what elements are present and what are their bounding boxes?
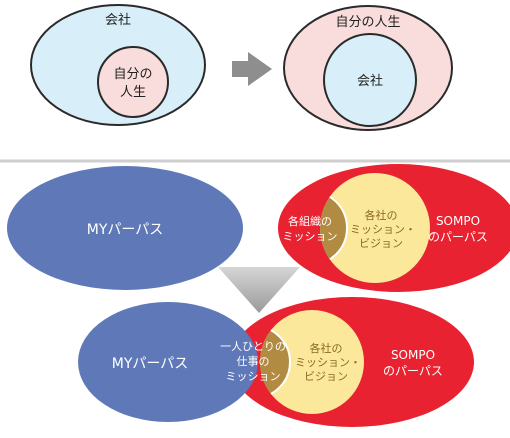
my-purpose-label-lower: MYパーパス xyxy=(112,356,189,372)
company-mission-label-upper-line3: ビジョン xyxy=(359,237,403,250)
transition-arrow-icon xyxy=(232,52,272,86)
company-mission-label-upper-line2: ミッション・ xyxy=(350,223,416,236)
life-inner-label-line1: 自分の xyxy=(113,67,152,82)
individual-mission-label-line2: 仕事の xyxy=(237,355,270,368)
sompo-purpose-label-upper-line2: のパーパス xyxy=(428,230,488,244)
individual-mission-label-line3: ミッション xyxy=(226,370,281,383)
company-mission-circle-lower xyxy=(260,310,364,414)
funnel-arrow-icon xyxy=(218,267,300,313)
company-mission-label-lower-line1: 各社の xyxy=(310,341,343,355)
my-purpose-label-upper: MYパーパス xyxy=(87,222,164,238)
life-outer-label: 自分の人生 xyxy=(335,15,400,30)
sompo-purpose-label-upper-line1: SOMPO xyxy=(436,214,480,228)
company-mission-label-lower-line3: ビジョン xyxy=(304,370,348,383)
sompo-purpose-label-lower-line2: のパーパス xyxy=(383,364,443,378)
company-inner-circle xyxy=(323,33,417,127)
company-mission-label-lower-line2: ミッション・ xyxy=(295,356,361,369)
company-mission-circle-upper xyxy=(320,173,430,283)
sompo-purpose-label-lower-line1: SOMPO xyxy=(391,348,435,362)
org-mission-circle xyxy=(320,190,348,266)
company-outer-label: 会社 xyxy=(105,12,131,28)
my-purpose-ellipse-upper xyxy=(7,166,243,290)
org-mission-label-line2: ミッション xyxy=(283,230,338,243)
org-mission-label-line1: 各組織の xyxy=(288,214,332,228)
individual-mission-label-line1: 一人ひとりの xyxy=(220,340,286,353)
my-purpose-ellipse-lower xyxy=(78,302,258,422)
life-inner-label-line2: 人生 xyxy=(120,85,146,100)
life-inner-circle xyxy=(97,46,169,118)
lower-purpose-diagram: MYパーパス 一人ひとりの 仕事の ミッション 各社の ミッション・ ビジョン … xyxy=(78,297,474,427)
company-contains-life-diagram: 会社 自分の 人生 xyxy=(30,4,206,126)
upper-purpose-diagram: MYパーパス 各組織の ミッション 各社の ミッション・ ビジョン SOMPO … xyxy=(7,164,510,292)
company-mission-label-upper-line1: 各社の xyxy=(365,208,398,222)
company-inner-label: 会社 xyxy=(357,73,383,89)
life-contains-company-diagram: 自分の人生 会社 xyxy=(283,5,453,131)
individual-mission-circle xyxy=(260,325,291,399)
